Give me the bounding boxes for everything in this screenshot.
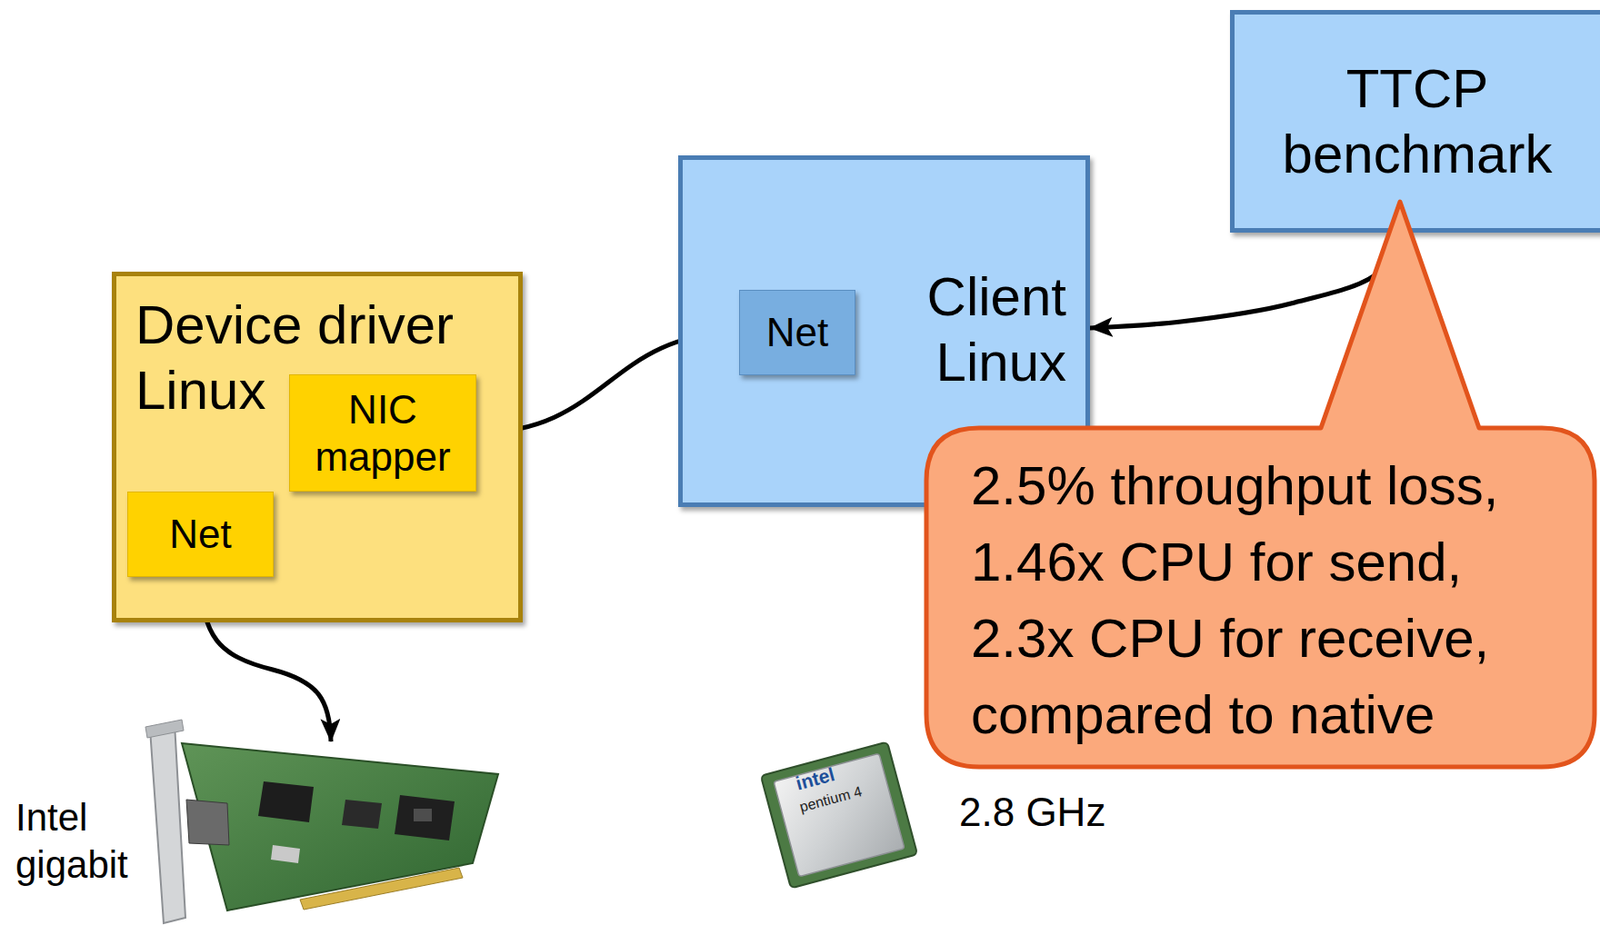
part-label: Intel gigabit [15,794,161,890]
callout-shape [926,201,1595,768]
box-label: NIC mapper [297,386,469,481]
connector-arrow [1090,232,1391,329]
mapper-box: NIC mapper [289,374,477,492]
box-label: Net [766,309,829,357]
benchmark-box: TTCP benchmark [1230,10,1600,233]
box-label: 2.5% throughput loss, 1.46x CPU for send… [970,448,1530,754]
callout-bubble: 2.5% throughput loss, 1.46x CPU for send… [923,199,1598,770]
box-label: Net [169,510,231,559]
net-box: Net [739,290,856,376]
box-label: TTCP benchmark [1244,56,1590,188]
network-card-picture [145,720,499,924]
net-box: Net [127,491,274,578]
box-label: Client Linux [884,264,1067,396]
driver-box: Device driver LinuxNIC mapperNet [111,271,523,623]
processor-picture [760,742,918,890]
part-label: 2.8 GHz [959,789,1106,837]
